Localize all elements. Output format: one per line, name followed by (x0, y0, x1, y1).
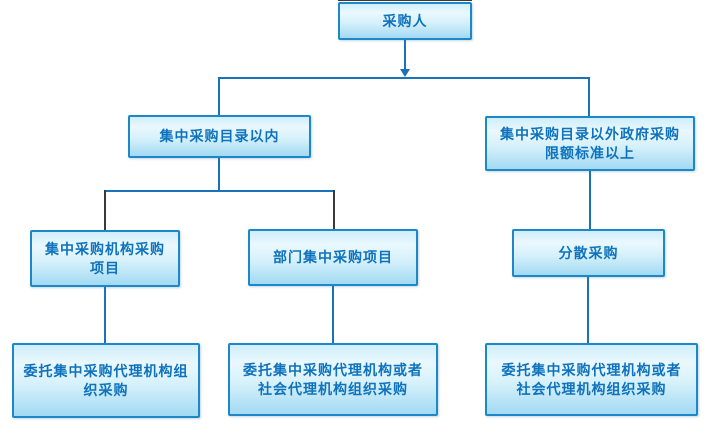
node-central-agency-projects: 集中采购机构采购 项目 (30, 230, 180, 287)
connector-split-left-drop (218, 77, 220, 115)
node-decentralized: 分散采购 (512, 229, 665, 277)
connector-within-catalog-down (218, 158, 220, 190)
connector-split-horizontal (218, 77, 590, 79)
node-outside-catalog: 集中采购目录以外政府采购 限额标准以上 (485, 116, 695, 171)
node-entrust-central-or-social-right: 委托集中采购代理机构或者 社会代理机构组织采购 (485, 343, 698, 416)
node-entrust-central-agency: 委托集中采购代理机构组 织采购 (12, 343, 200, 418)
node-entrust-central-or-social-mid: 委托集中采购代理机构或者 社会代理机构组织采购 (228, 343, 438, 416)
node-within-catalog: 集中采购目录以内 (128, 115, 311, 158)
connector-split-right-drop (588, 77, 590, 116)
connector-department-down (332, 286, 334, 343)
connector-subsplit-right-drop (333, 190, 335, 229)
arrow-down-icon (400, 69, 410, 77)
node-purchaser: 采购人 (338, 2, 472, 40)
connector-central-agency-down (104, 287, 106, 343)
connector-subsplit-left-drop (104, 190, 106, 230)
connector-subsplit-horizontal (104, 190, 335, 192)
top-edge-line (338, 0, 472, 1)
connector-outside-catalog-down (589, 171, 591, 229)
connector-decentralized-down (587, 277, 589, 343)
connector-purchaser-down (404, 40, 406, 70)
node-department-projects: 部门集中采购项目 (248, 229, 418, 286)
